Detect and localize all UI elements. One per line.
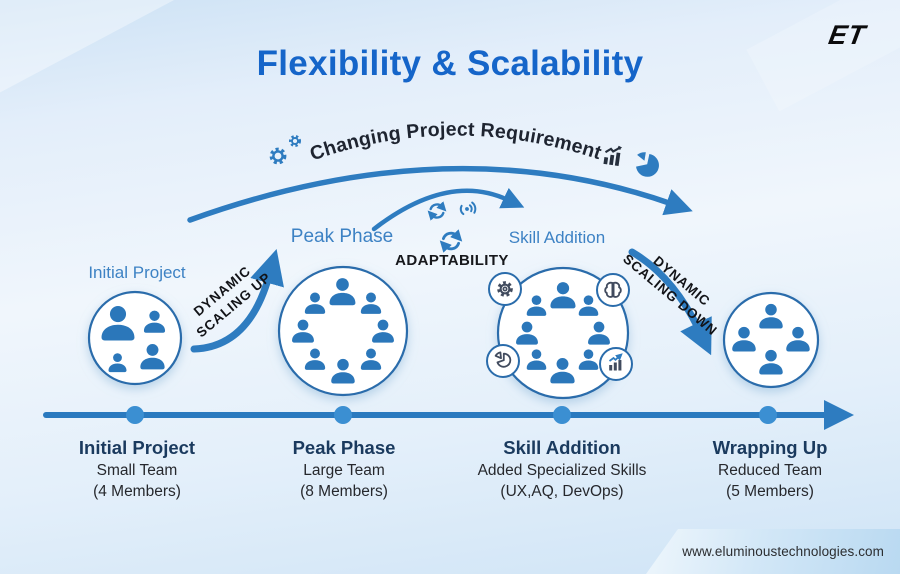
phase-top-label-peak: Peak Phase: [290, 226, 394, 247]
curved-banner-text: Changing Project Requirement: [307, 118, 604, 165]
phase-block-initial: Initial Project Small Team (4 Members): [21, 437, 253, 501]
footer-band: [646, 529, 900, 574]
phase-block-skill: Skill Addition Added Specialized Skills …: [446, 437, 678, 501]
page-title: Flexibility & Scalability: [256, 44, 644, 83]
team-circle-wrapping: [722, 291, 820, 389]
scaling-up-arrow: [190, 249, 284, 353]
timeline-dot: [553, 406, 571, 424]
phase-subtitle: Reduced Team: [718, 462, 822, 479]
phase-heading: Initial Project: [78, 437, 196, 458]
timeline-dot: [126, 406, 144, 424]
requirement-arc-arrow: [187, 165, 693, 223]
phase-subtitle: Added Specialized Skills: [477, 462, 647, 479]
gears-icon: [269, 135, 301, 165]
phase-detail: (UX,AQ, DevOps): [500, 483, 624, 500]
phase-detail: (8 Members): [300, 483, 388, 500]
phase-block-peak: Peak Phase Large Team (8 Members): [228, 437, 460, 501]
phase-detail: (5 Members): [726, 483, 814, 500]
broadcast-icon: [459, 201, 477, 216]
skill-badges: [486, 272, 633, 381]
refresh-cycle-icon: [431, 204, 444, 217]
phase-subtitle: Large Team: [303, 462, 385, 479]
phase-heading: Wrapping Up: [712, 437, 828, 458]
team-circle-peak: [277, 265, 409, 397]
timeline: [43, 400, 854, 430]
phase-top-label-initial: Initial Project: [88, 263, 186, 282]
phase-heading: Peak Phase: [292, 437, 396, 458]
timeline-dot: [334, 406, 352, 424]
adaptability-arc-arrow: [371, 187, 525, 232]
team-circle-skill: [486, 266, 633, 400]
phase-subtitle: Small Team: [96, 462, 178, 479]
team-circle-initial: [87, 290, 183, 386]
timeline-dot: [759, 406, 777, 424]
phase-block-wrapping: Wrapping Up Reduced Team (5 Members): [654, 437, 886, 501]
refresh-cycle-icon: [443, 233, 458, 249]
pie-chart-icon: [636, 152, 659, 177]
growth-chart-icon: [603, 145, 623, 166]
phase-detail: (4 Members): [93, 483, 181, 500]
website-url: www.eluminoustechnologies.com: [682, 544, 884, 559]
svg-text:Changing Project Requirement: Changing Project Requirement: [307, 118, 604, 165]
phase-heading: Skill Addition: [503, 437, 621, 458]
phase-top-label-skill: Skill Addition: [508, 228, 606, 247]
adaptability-label: ADAPTABILITY: [395, 252, 509, 269]
scaling-down-arrow: [628, 248, 712, 356]
